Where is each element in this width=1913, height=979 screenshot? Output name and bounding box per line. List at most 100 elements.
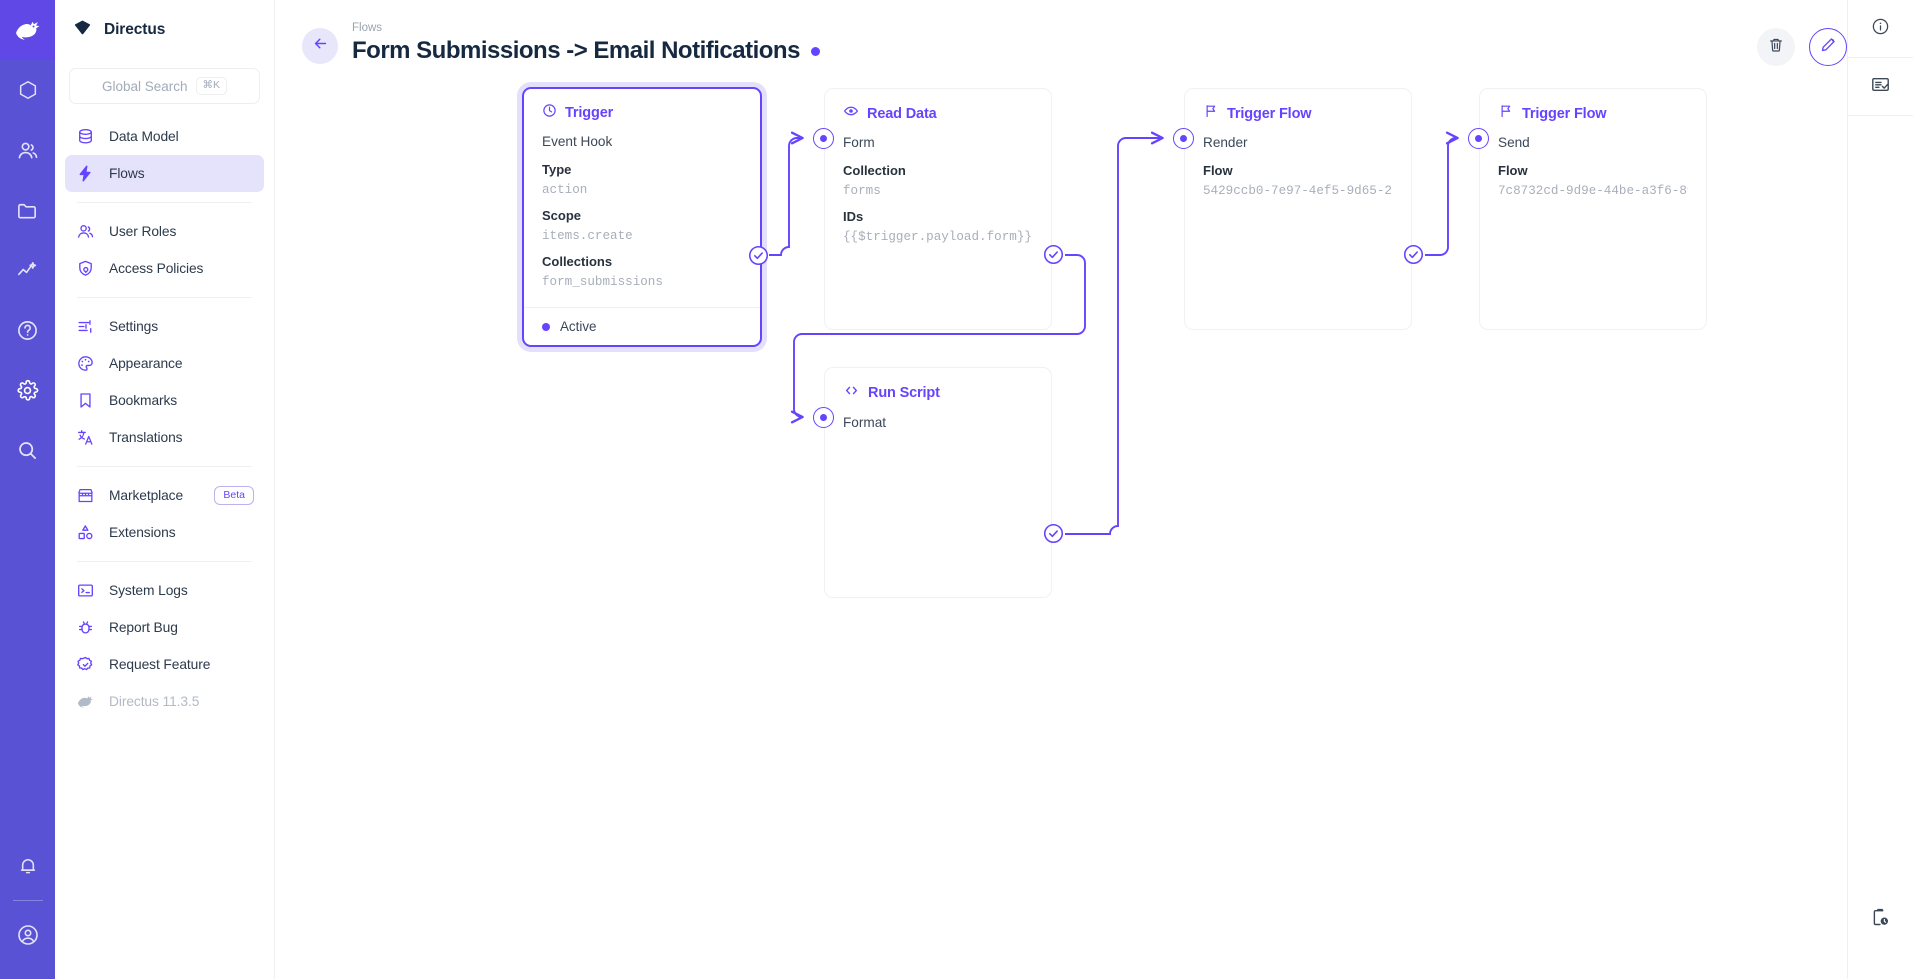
title-block: Flows Form Submissions -> Email Notifica… <box>352 22 820 66</box>
title-row: Form Submissions -> Email Notifications <box>352 37 820 66</box>
field-key: Type <box>542 162 572 177</box>
flow-info-button[interactable] <box>1847 0 1913 58</box>
port-dot <box>1475 135 1482 142</box>
sidebar-item-settings[interactable]: Settings <box>65 308 264 345</box>
flow-node-read-data[interactable]: Read Data Form Collection forms IDs {{$t… <box>824 88 1052 330</box>
flow-node-trigger[interactable]: Trigger Event Hook Type action Scope ite… <box>522 87 762 347</box>
node-type-label: Read Data <box>867 105 937 122</box>
node-header: Read Data <box>825 89 1051 126</box>
sidebar-item-label: Report Bug <box>109 620 178 635</box>
sidebar-item-user-roles[interactable]: User Roles <box>65 213 264 250</box>
nav-divider <box>77 466 252 467</box>
node-header: Run Script <box>825 368 1051 406</box>
list-check-icon <box>1870 74 1891 100</box>
bug-icon <box>75 617 96 638</box>
node-name: Render <box>1203 135 1248 150</box>
translate-icon <box>75 427 96 448</box>
port-input-run-script[interactable] <box>813 407 834 428</box>
sidebar-item-request-feature[interactable]: Request Feature <box>65 646 264 683</box>
terminal-icon <box>75 580 96 601</box>
activity-log-button[interactable] <box>1848 891 1913 949</box>
rail-content[interactable] <box>0 60 55 120</box>
flow-logs-button[interactable] <box>1847 58 1913 116</box>
arrow-left-icon <box>312 35 329 57</box>
port-success-run-script[interactable] <box>1043 523 1064 544</box>
sliders-icon <box>75 316 96 337</box>
flow-node-run-script[interactable]: Run Script Format <box>824 367 1052 598</box>
shield-lock-icon <box>75 258 96 279</box>
field-value: action <box>542 183 588 197</box>
sidebar-item-marketplace[interactable]: Marketplace Beta <box>65 477 264 514</box>
flow-status-dot <box>810 46 820 56</box>
port-dot <box>820 135 827 142</box>
sidebar-item-label: Bookmarks <box>109 393 178 408</box>
search-placeholder: Global Search <box>101 78 188 94</box>
node-type-label: Trigger <box>565 105 614 121</box>
people-icon <box>75 221 96 242</box>
port-input-trigger-flow-send[interactable] <box>1468 128 1489 149</box>
sidebar-item-appearance[interactable]: Appearance <box>65 345 264 382</box>
sidebar-item-translations[interactable]: Translations <box>65 419 264 456</box>
rail-files[interactable] <box>0 180 55 240</box>
port-input-read-data[interactable] <box>813 128 834 149</box>
port-success-trigger-flow-render[interactable] <box>1403 244 1424 265</box>
node-footer: Active <box>524 307 760 345</box>
rail-settings[interactable] <box>0 360 55 420</box>
bookmark-icon <box>75 390 96 411</box>
header-actions <box>1757 28 1847 66</box>
sidebar-item-access-policies[interactable]: Access Policies <box>65 250 264 287</box>
directus-rabbit-icon <box>75 691 96 712</box>
pencil-icon <box>1819 36 1837 59</box>
field-value: {{$trigger.payload.form}} <box>843 230 1032 244</box>
status-badge: Beta <box>214 486 254 505</box>
sidebar-item-label: Translations <box>109 430 183 445</box>
shapes-icon <box>75 522 96 543</box>
info-circle-icon <box>1871 17 1890 41</box>
port-dot <box>1180 135 1187 142</box>
edit-flow-button[interactable] <box>1809 28 1847 66</box>
sidebar-item-flows[interactable]: Flows <box>65 155 264 192</box>
rail-docs[interactable] <box>0 300 55 360</box>
database-icon <box>75 126 96 147</box>
store-icon <box>75 485 96 506</box>
navigation-sidebar: Directus Global Search ⌘K Data Model <box>55 0 275 979</box>
sidebar-item-label: Data Model <box>109 129 179 144</box>
search-shortcut: ⌘K <box>195 77 228 95</box>
sidebar-item-report-bug[interactable]: Report Bug <box>65 609 264 646</box>
breadcrumb[interactable]: Flows <box>352 22 383 34</box>
field-key: Collection <box>843 163 906 178</box>
delete-flow-button[interactable] <box>1757 28 1795 66</box>
rail-notifications[interactable] <box>0 836 55 896</box>
port-success-read-data[interactable] <box>1043 244 1064 265</box>
sidebar-item-bookmarks[interactable]: Bookmarks <box>65 382 264 419</box>
sidebar-item-system-logs[interactable]: System Logs <box>65 572 264 609</box>
node-name: Event Hook <box>542 134 613 149</box>
search-input[interactable]: Global Search ⌘K <box>69 68 260 104</box>
module-rail <box>0 0 55 979</box>
flow-node-trigger-flow-render[interactable]: Trigger Flow Render Flow 5429ccb0-7e97-4… <box>1184 88 1412 330</box>
flag-icon <box>1203 103 1219 124</box>
back-button[interactable] <box>302 28 338 64</box>
port-success-trigger[interactable] <box>748 245 769 266</box>
sidebar-item-extensions[interactable]: Extensions <box>65 514 264 551</box>
rail-search[interactable] <box>0 420 55 480</box>
port-input-trigger-flow-render[interactable] <box>1173 128 1194 149</box>
flow-canvas[interactable]: Trigger Event Hook Type action Scope ite… <box>275 78 1847 979</box>
page-header: Flows Form Submissions -> Email Notifica… <box>275 0 1913 78</box>
flow-node-trigger-flow-send[interactable]: Trigger Flow Send Flow 7c8732cd-9d9e-44b… <box>1479 88 1707 330</box>
active-status-dot <box>542 322 550 331</box>
rail-logo[interactable] <box>0 0 55 60</box>
sidebar-item-label: Access Policies <box>109 261 204 276</box>
node-body: Event Hook Type action Scope items.creat… <box>524 125 760 307</box>
sidebar-item-label: System Logs <box>109 583 188 598</box>
sidebar-item-data-model[interactable]: Data Model <box>65 118 264 155</box>
rail-users[interactable] <box>0 120 55 180</box>
rail-insights[interactable] <box>0 240 55 300</box>
rail-account[interactable] <box>0 905 55 965</box>
node-type-label: Trigger Flow <box>1227 105 1312 122</box>
right-sidebar <box>1847 0 1913 979</box>
sidebar-item-label: Flows <box>109 166 145 181</box>
rail-divider <box>12 900 43 901</box>
node-body: Send Flow 7c8732cd-9d9e-44be-a3f6-89… <box>1480 126 1706 216</box>
badge-check-icon <box>75 654 96 675</box>
